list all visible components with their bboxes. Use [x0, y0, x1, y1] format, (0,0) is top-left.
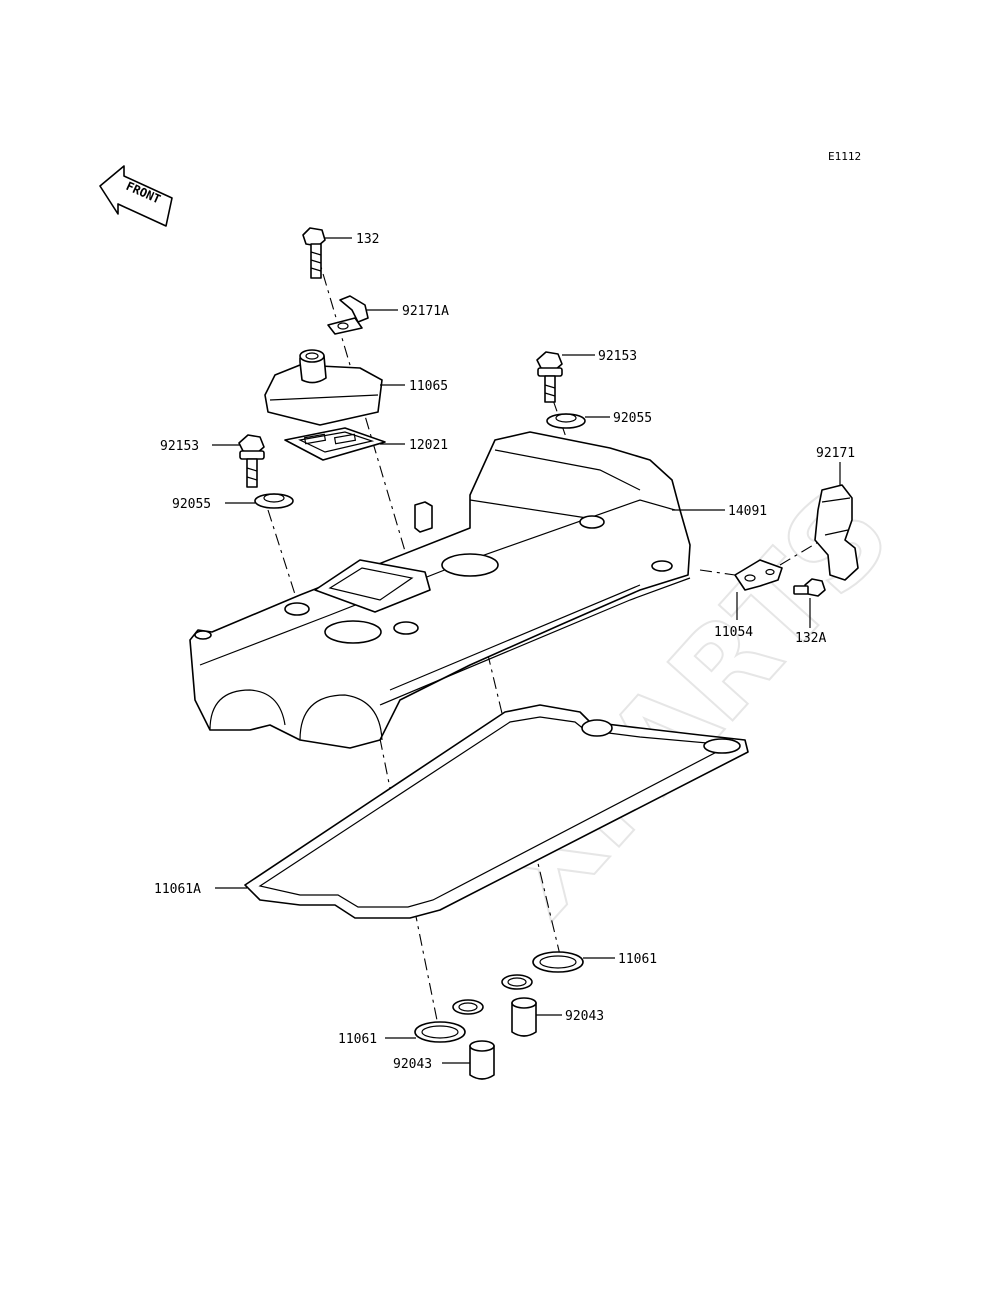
label-92043-left: 92043	[393, 1057, 432, 1072]
label-92043-right: 92043	[565, 1009, 604, 1024]
label-132A: 132A	[795, 631, 826, 646]
label-92153-left: 92153	[160, 439, 199, 454]
leader-lines	[212, 237, 841, 1064]
diagram-code: E1112	[828, 150, 861, 163]
part-labels: 132 92171A 11065 92153 92055 92153 12021…	[154, 232, 855, 1072]
cylinder-head-cover-14091	[189, 431, 691, 749]
dowel-92043-left	[469, 1040, 495, 1080]
label-92055-left: 92055	[172, 497, 211, 512]
bracket-11054	[734, 559, 783, 591]
label-92171A: 92171A	[402, 304, 449, 319]
label-12021: 12021	[409, 438, 448, 453]
bolt-132	[302, 227, 326, 279]
label-132: 132	[356, 232, 379, 247]
washer-92055-left	[254, 493, 294, 509]
label-11065: 11065	[409, 379, 448, 394]
front-arrow-icon: FRONT	[99, 165, 173, 227]
gasket-12021	[284, 427, 386, 461]
seal-11061-left	[414, 999, 484, 1043]
label-92171: 92171	[816, 446, 855, 461]
clamp-92171A	[327, 295, 369, 335]
washer-92055-right	[546, 413, 586, 429]
label-11061-left: 11061	[338, 1032, 377, 1047]
label-92055-right: 92055	[613, 411, 652, 426]
bolt-92153-right	[536, 351, 563, 403]
label-11061A: 11061A	[154, 882, 201, 897]
label-14091: 14091	[728, 504, 767, 519]
dowel-92043-right	[511, 997, 537, 1037]
bolt-92153-left	[238, 434, 265, 488]
bolt-132A	[793, 578, 826, 597]
clamp-92171	[814, 484, 859, 581]
seal-11061-right	[501, 951, 584, 990]
label-92153-right: 92153	[598, 349, 637, 364]
gasket-11061A	[244, 704, 749, 919]
label-11054: 11054	[714, 625, 753, 640]
label-11061-right: 11061	[618, 952, 657, 967]
breather-cover-11065	[264, 349, 383, 426]
